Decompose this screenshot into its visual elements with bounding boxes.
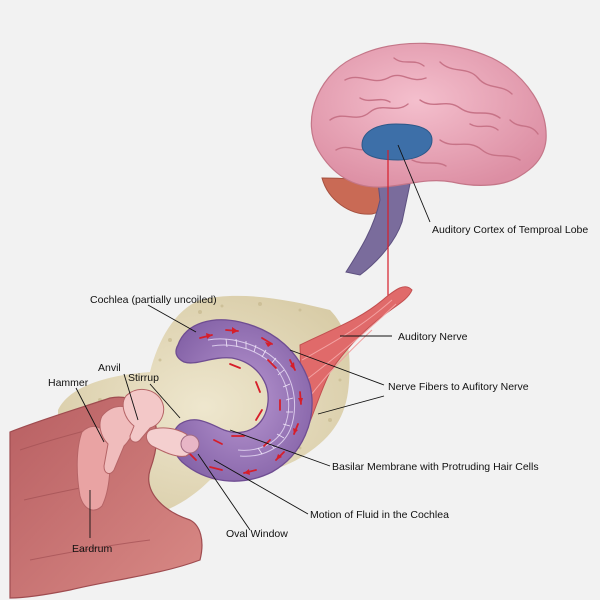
- fluid-arrow-heads: [206, 327, 303, 475]
- anvil: [122, 389, 165, 443]
- cerebrum: [310, 42, 547, 188]
- basilar-membrane: [207, 338, 296, 457]
- label-eardrum: Eardrum: [72, 543, 113, 555]
- label-basilar-membrane: Basilar Membrane with Protruding Hair Ce…: [332, 461, 539, 473]
- brain: [310, 42, 547, 276]
- label-nerve-fibers: Nerve Fibers to Aufitory Nerve: [388, 381, 529, 393]
- auditory-cortex: [361, 123, 433, 161]
- label-fluid-motion: Motion of Fluid in the Cochlea: [310, 509, 449, 521]
- hair-cells: [225, 338, 294, 455]
- leader-lines: [75, 144, 431, 538]
- label-auditory-cortex: Auditory Cortex of Temproal Lobe: [432, 224, 588, 236]
- label-anvil: Anvil: [98, 362, 121, 374]
- brainstem: [345, 181, 411, 276]
- label-hammer: Hammer: [48, 377, 89, 389]
- label-cochlea: Cochlea (partially uncoiled): [90, 294, 217, 306]
- stirrup: [145, 427, 193, 457]
- label-stirrup: Stirrup: [128, 372, 159, 384]
- label-auditory-nerve: Auditory Nerve: [398, 331, 468, 343]
- oval-window: [180, 434, 200, 454]
- label-oval-window: Oval Window: [226, 528, 288, 540]
